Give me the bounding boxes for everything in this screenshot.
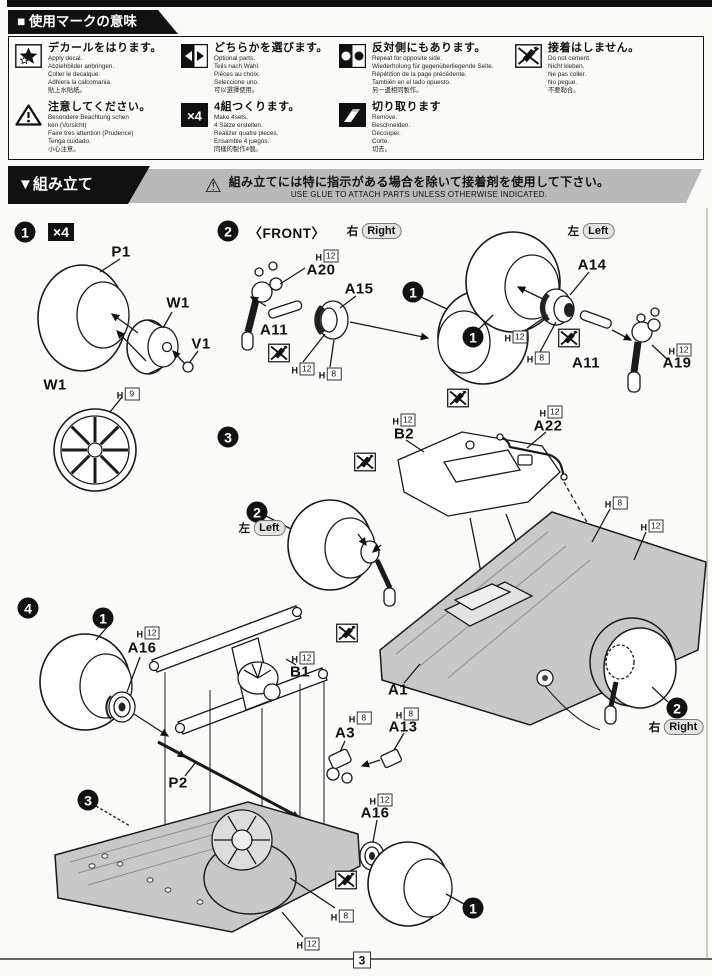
legend-item-line: Make 4sets. bbox=[214, 113, 248, 121]
legend-item-title: デカールをはります。 bbox=[48, 42, 162, 54]
legend-item-title: どちらかを選びます。 bbox=[214, 42, 328, 54]
legend-item-line: Remove. bbox=[372, 113, 398, 121]
legend-item-line: Tenga cuidado. bbox=[48, 138, 91, 146]
symbol-legend: デカールをはります。Apply decal.Abziehbilder anbri… bbox=[8, 36, 704, 160]
legend-item-line: 可以選擇使用。 bbox=[214, 87, 259, 95]
legend-item-line: Do not cement. bbox=[548, 54, 591, 62]
cut-off-icon bbox=[339, 103, 366, 127]
top-border-bar bbox=[7, 0, 712, 7]
legend-item-line: Pièces au choix. bbox=[214, 70, 260, 78]
step1-wheel-assembly-drawing bbox=[37, 258, 199, 492]
legend-item-line: Beschneiden. bbox=[372, 121, 411, 129]
legend-item-line: También en el lado opuesto. bbox=[372, 79, 451, 87]
legend-item-line: Repeat for opposite side. bbox=[372, 54, 443, 62]
legend-item-line: Optional parts. bbox=[214, 54, 255, 62]
legend-item: 接着はしません。Do not cement.Nicht kleben.Ne pa… bbox=[515, 42, 697, 99]
legend-item-line: Ensamble 4 juegos. bbox=[214, 138, 270, 146]
legend-item: どちらかを選びます。Optional parts.Teils nach Wahl… bbox=[181, 42, 339, 99]
legend-item-line: Répétition de la page précédente. bbox=[372, 70, 467, 78]
legend-item-line: Coller le decalque. bbox=[48, 70, 101, 78]
legend-item: デカールをはります。Apply decal.Abziehbilder anbri… bbox=[15, 42, 181, 99]
legend-item-line: 切去。 bbox=[372, 146, 391, 154]
legend-item: 反対側にもあります。Repeat for opposite side.Wiede… bbox=[339, 42, 515, 99]
legend-item-line: Teils nach Wahl. bbox=[214, 62, 260, 70]
legend-item-line: ken (Vorsicht) bbox=[48, 121, 87, 129]
legend-item-title: 切り取ります bbox=[372, 101, 441, 113]
step2-left-front-drawing bbox=[465, 231, 669, 393]
glue-warning-en: USE GLUE TO ATTACH PARTS UNLESS OTHERWIS… bbox=[290, 190, 548, 199]
legend-item-line: 同樣的製作4個。 bbox=[214, 146, 262, 154]
legend-item-title: 反対側にもあります。 bbox=[372, 42, 486, 54]
legend-item-line: 4 Sätze erstellen. bbox=[214, 121, 263, 129]
legend-item-line: Découper. bbox=[372, 129, 401, 137]
step3-chassis-drawing bbox=[265, 431, 707, 731]
legend-item-title: 注意してください。 bbox=[48, 101, 151, 113]
legend-item-line: Corte. bbox=[372, 138, 390, 146]
legend-item-line: 小心注意。 bbox=[48, 146, 80, 154]
no-cement-icon bbox=[515, 44, 542, 68]
legend-title-tab: ■ 使用マークの意味 bbox=[8, 10, 178, 34]
svg-text:×4: ×4 bbox=[187, 109, 203, 124]
legend-item-line: Faire tres attention (Prudence) bbox=[48, 129, 134, 137]
legend-item-line: No pegue. bbox=[548, 79, 578, 87]
legend-item-line: 貼上水貼紙。 bbox=[48, 87, 86, 95]
legend-grid: デカールをはります。Apply decal.Abziehbilder anbri… bbox=[15, 42, 701, 158]
opposite-side-icon bbox=[339, 44, 366, 68]
legend-item-line: Seleccione uno. bbox=[214, 79, 259, 87]
assembly-section-tab: ▼組み立て bbox=[8, 166, 150, 204]
legend-item-line: Ne pas coller. bbox=[548, 70, 587, 78]
legend-item: ×4 4組つくります。Make 4sets.4 Sätze erstellen.R… bbox=[181, 101, 339, 158]
optional-parts-icon bbox=[181, 44, 208, 68]
legend-item-line: 另一邊相同製作。 bbox=[372, 87, 423, 95]
legend-item-title: 4組つくります。 bbox=[214, 101, 301, 113]
legend-item-line: Realizer quatre pieces. bbox=[214, 129, 279, 137]
decal-star-icon bbox=[15, 44, 42, 68]
glue-warning-bar: ⚠ 組み立てには特に指示がある場合を除いて接着剤を使用して下さい。 USE GL… bbox=[112, 169, 702, 203]
glue-warning-jp: 組み立てには特に指示がある場合を除いて接着剤を使用して下さい。 bbox=[228, 175, 610, 189]
legend-item-line: Abziehbilder anbringen. bbox=[48, 62, 115, 70]
caution-icon bbox=[15, 103, 42, 127]
make-4-sets-icon: ×4 bbox=[181, 103, 208, 127]
legend-item-line: Nicht kleben. bbox=[548, 62, 585, 70]
legend-item-line: Wiederholung für gegenüberliegende Seite… bbox=[372, 62, 494, 70]
legend-item-title: 接着はしません。 bbox=[548, 42, 640, 54]
warning-triangle-icon: ⚠ bbox=[204, 175, 222, 197]
legend-item-line: Besondere Beachtung schen bbox=[48, 113, 129, 121]
legend-item-line: Apply decal. bbox=[48, 54, 83, 62]
step4-axle-floor-drawing bbox=[39, 605, 465, 938]
legend-item-line: Adhiera la calcomania. bbox=[48, 79, 112, 87]
legend-item-line: 不要黏合。 bbox=[548, 87, 580, 95]
